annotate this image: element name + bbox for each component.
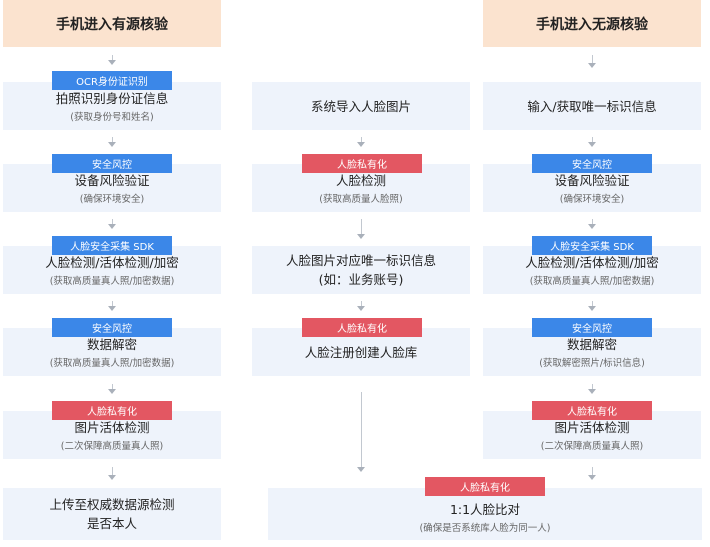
step-title: 上传至权威数据源检测 bbox=[49, 497, 175, 512]
tag-private-face: 人脸私有化 bbox=[52, 401, 172, 420]
tag-security: 安全风控 bbox=[532, 154, 652, 173]
arrow-down-icon bbox=[587, 137, 598, 147]
step-sub: (获取高质量真人照/加密数据) bbox=[49, 275, 175, 287]
tag-private-face: 人脸私有化 bbox=[425, 477, 545, 496]
arrow-down-icon bbox=[356, 392, 367, 472]
header-right-text: 手机进入无源核验 bbox=[536, 16, 648, 33]
step-title: 数据解密 bbox=[566, 336, 617, 352]
step-sub: (获取高质量人脸照) bbox=[319, 193, 403, 205]
step-title: 人脸检测/活体检测/加密 bbox=[525, 254, 659, 270]
step-sub: (获取解密照片/标识信息) bbox=[539, 357, 645, 369]
arrow-down-icon bbox=[107, 384, 118, 394]
step-title: 设备风险验证 bbox=[554, 172, 630, 188]
arrow-down-icon bbox=[356, 301, 367, 311]
header-left-text: 手机进入有源核验 bbox=[56, 16, 168, 33]
header-left: 手机进入有源核验 bbox=[3, 0, 221, 47]
arrow-down-icon bbox=[587, 467, 598, 481]
tag-security: 安全风控 bbox=[52, 318, 172, 337]
compare-step: 1:1人脸比对 (确保是否系统库人脸为同一人) bbox=[268, 488, 702, 540]
step-title: 1:1人脸比对 bbox=[449, 501, 521, 517]
step-title-2: 是否本人 bbox=[86, 516, 137, 531]
step-sub: (二次保障高质量真人照) bbox=[60, 440, 164, 452]
left-step-6: 上传至权威数据源检测 是否本人 bbox=[3, 488, 221, 540]
middle-step-3: 人脸图片对应唯一标识信息 (如：业务账号) bbox=[252, 246, 470, 294]
step-title: 输入/获取唯一标识信息 bbox=[527, 98, 657, 114]
step-title-2: (如：业务账号) bbox=[318, 272, 404, 287]
tag-security: 安全风控 bbox=[52, 154, 172, 173]
tag-private-face: 人脸私有化 bbox=[532, 401, 652, 420]
tag-security: 安全风控 bbox=[532, 318, 652, 337]
step-title: 设备风险验证 bbox=[74, 172, 150, 188]
tag-private-face: 人脸私有化 bbox=[302, 154, 422, 173]
arrow-down-icon bbox=[107, 55, 118, 65]
step-title: 拍照识别身份证信息 bbox=[55, 90, 169, 106]
step-title: 人脸检测 bbox=[335, 172, 386, 188]
header-right: 手机进入无源核验 bbox=[483, 0, 701, 47]
step-title: 图片活体检测 bbox=[74, 419, 150, 435]
step-title: 系统导入人脸图片 bbox=[310, 98, 411, 114]
step-title: 人脸注册创建人脸库 bbox=[304, 344, 418, 360]
tag-sdk: 人脸安全采集 SDK bbox=[532, 236, 652, 255]
step-sub: (确保是否系统库人脸为同一人) bbox=[419, 522, 551, 534]
arrow-down-icon bbox=[587, 384, 598, 394]
tag-sdk: 人脸安全采集 SDK bbox=[52, 236, 172, 255]
tag-ocr: OCR身份证识别 bbox=[52, 71, 172, 90]
step-sub: (二次保障高质量真人照) bbox=[540, 440, 644, 452]
step-title: 人脸检测/活体检测/加密 bbox=[45, 254, 179, 270]
right-step-1: 输入/获取唯一标识信息 bbox=[483, 82, 701, 130]
step-title: 图片活体检测 bbox=[554, 419, 630, 435]
step-sub: (获取高质量真人照/加密数据) bbox=[49, 357, 175, 369]
tag-private-face: 人脸私有化 bbox=[302, 318, 422, 337]
step-sub: (确保环境安全) bbox=[559, 193, 625, 205]
step-title: 数据解密 bbox=[86, 336, 137, 352]
arrow-down-icon bbox=[587, 219, 598, 229]
arrow-down-icon bbox=[356, 137, 367, 147]
step-sub: (获取高质量真人照/加密数据) bbox=[529, 275, 655, 287]
left-step-1: 拍照识别身份证信息 (获取身份号和姓名) bbox=[3, 82, 221, 130]
arrow-down-icon bbox=[107, 301, 118, 311]
step-sub: (确保环境安全) bbox=[79, 193, 145, 205]
right-step-2: 设备风险验证 (确保环境安全) bbox=[483, 164, 701, 212]
middle-step-1: 系统导入人脸图片 bbox=[252, 82, 470, 130]
arrow-down-icon bbox=[107, 219, 118, 229]
arrow-down-icon bbox=[107, 137, 118, 147]
arrow-down-icon bbox=[356, 219, 367, 239]
arrow-down-icon bbox=[107, 467, 118, 481]
arrow-down-icon bbox=[587, 55, 598, 69]
arrow-down-icon bbox=[587, 301, 598, 311]
step-title: 人脸图片对应唯一标识信息 bbox=[285, 253, 436, 268]
step-sub: (获取身份号和姓名) bbox=[70, 111, 154, 123]
